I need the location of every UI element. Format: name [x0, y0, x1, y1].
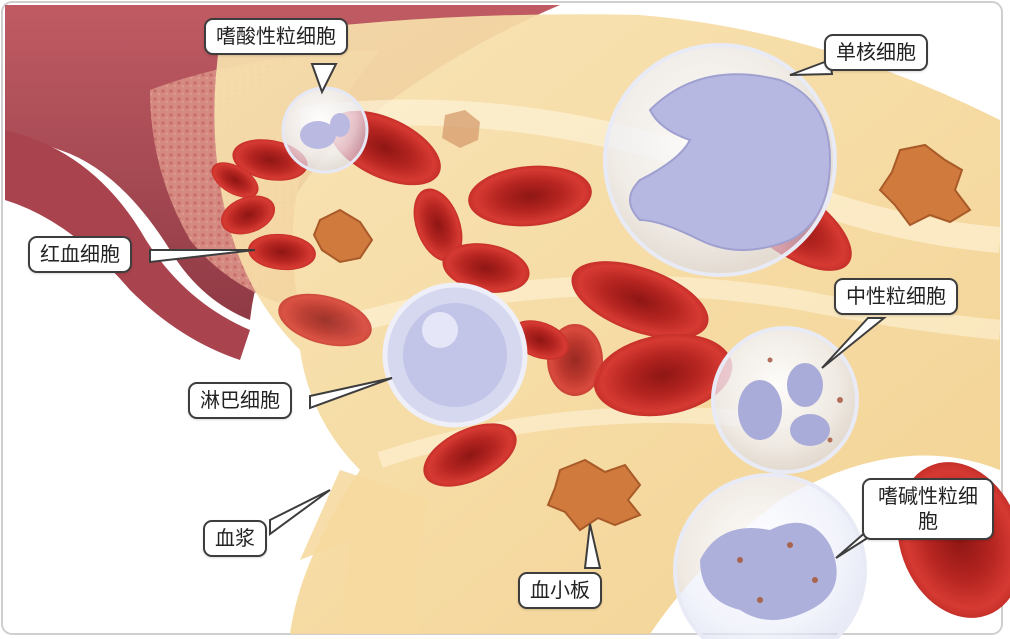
label-red-blood-cell: 红血细胞	[28, 236, 132, 273]
label-neutrophil: 中性粒细胞	[834, 278, 958, 315]
neutrophil-cell	[711, 326, 859, 474]
label-basophil: 嗜碱性粒细胞	[862, 478, 994, 540]
lymphocyte-cell	[382, 282, 528, 428]
red-blood-cells	[211, 110, 1010, 618]
label-eosinophil: 嗜酸性粒细胞	[204, 18, 348, 55]
label-plasma: 血浆	[203, 520, 267, 557]
eosinophil-cell	[281, 86, 369, 174]
leader-lines	[149, 58, 887, 569]
platelets	[312, 110, 972, 532]
label-platelet: 血小板	[518, 572, 602, 609]
basophil-cell	[673, 473, 867, 639]
monocyte-cell	[603, 43, 837, 277]
label-monocyte: 单核细胞	[824, 34, 928, 71]
label-lymphocyte: 淋巴细胞	[188, 382, 292, 419]
